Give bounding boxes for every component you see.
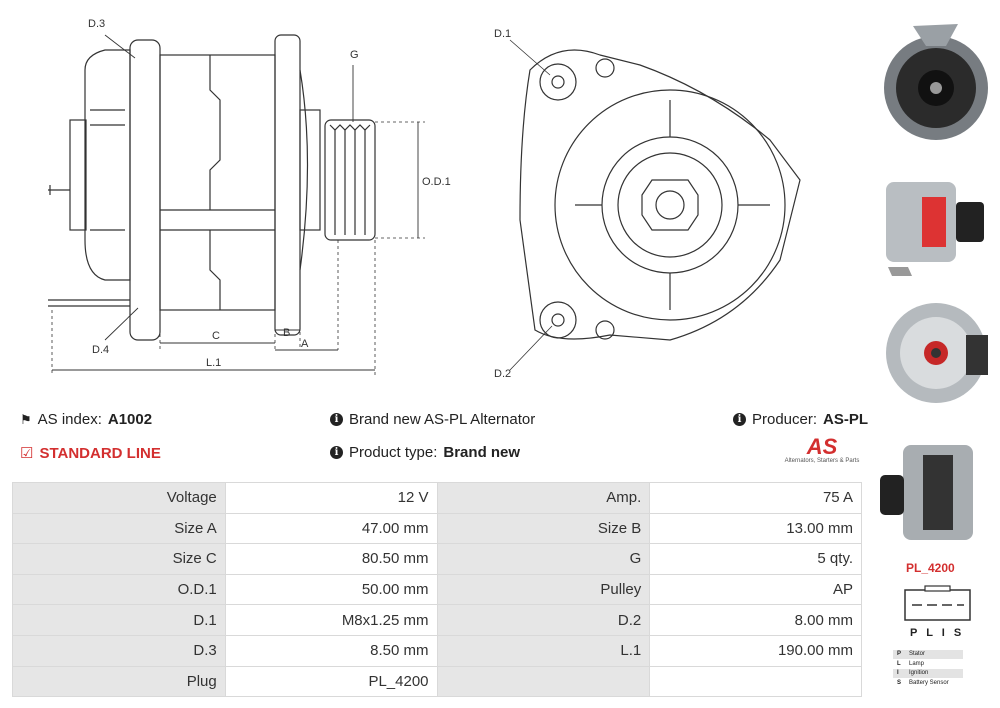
spec-value: 12 V	[224, 482, 438, 514]
info-icon: i	[330, 413, 343, 426]
spec-value: 75 A	[649, 482, 862, 514]
plug-pins: P L I S	[910, 627, 965, 639]
info-icon: i	[733, 413, 746, 426]
legend-item: I Ignition	[893, 669, 963, 679]
product-photo-rear	[886, 303, 988, 403]
spec-label: G	[436, 543, 651, 575]
as-index-value: A1002	[107, 411, 153, 428]
label-d2: D.2	[494, 368, 511, 380]
label-a: A	[301, 338, 309, 350]
plug-diagram	[904, 585, 971, 621]
spec-label: Size A	[12, 512, 226, 545]
side-view-drawing: D.3 G O.D.1 D.4 C B A L.1	[48, 18, 451, 375]
spec-label: Plug	[12, 665, 226, 698]
legend-key: S	[897, 679, 902, 686]
legend-item: L Lamp	[893, 660, 963, 669]
producer-row: i Producer: AS-PL	[733, 411, 868, 428]
spec-value: 5 qty.	[649, 543, 862, 575]
description-text: Brand new AS-PL Alternator	[349, 411, 536, 428]
product-photo-front	[884, 24, 988, 140]
description-row: i Brand new AS-PL Alternator	[330, 411, 535, 428]
legend-value: Stator	[909, 651, 926, 658]
legend-item: S Battery Sensor	[893, 679, 963, 688]
label-c: C	[212, 330, 220, 342]
product-photo-side	[886, 182, 984, 276]
spec-value	[649, 665, 862, 698]
spec-value: 50.00 mm	[224, 573, 438, 606]
spec-label: L.1	[436, 634, 651, 667]
spec-value: 47.00 mm	[224, 512, 438, 545]
spec-label: O.D.1	[12, 573, 226, 606]
logo-mark: AS	[806, 434, 838, 459]
label-b: B	[283, 327, 290, 339]
front-view-drawing: D.1 D.2	[494, 28, 801, 380]
legend-value: Battery Sensor	[909, 679, 949, 686]
spec-value: 80.50 mm	[224, 543, 438, 575]
label-d3: D.3	[88, 18, 105, 30]
spec-label	[436, 665, 651, 698]
plug-title: PL_4200	[906, 561, 955, 575]
legend-key: L	[897, 660, 901, 667]
label-d4: D.4	[92, 344, 109, 356]
spec-value: 190.00 mm	[649, 634, 862, 667]
as-logo: AS Alternators, Starters & Parts	[780, 434, 864, 465]
producer-value: AS-PL	[823, 411, 869, 428]
product-type-value: Brand new	[443, 444, 521, 461]
legend-item: P Stator	[893, 650, 963, 660]
product-type-row: i Product type: Brand new	[330, 444, 520, 461]
legend-value: Ignition	[909, 670, 929, 677]
standard-line-row: ☑ STANDARD LINE	[20, 444, 161, 463]
spec-value: 8.00 mm	[649, 604, 862, 636]
product-photo-angle	[880, 445, 973, 540]
standard-line-label: STANDARD LINE	[39, 444, 161, 462]
producer-label: Producer:	[752, 411, 818, 428]
spec-value: 13.00 mm	[649, 512, 862, 545]
spec-label: Voltage	[12, 482, 226, 514]
spec-label: D.3	[12, 634, 226, 667]
as-index-row: ⚑ AS index: A1002	[20, 411, 152, 428]
spec-value: PL_4200	[224, 665, 438, 698]
label-g: G	[350, 49, 359, 61]
label-od1: O.D.1	[422, 176, 451, 188]
spec-label: Amp.	[436, 482, 651, 514]
spec-label: D.2	[436, 604, 651, 636]
logo-tagline: Alternators, Starters & Parts	[784, 458, 860, 464]
spec-label: Size B	[436, 512, 651, 545]
spec-label: Size C	[12, 543, 226, 575]
spec-value: 8.50 mm	[224, 634, 438, 667]
product-type-label: Product type:	[349, 444, 438, 461]
label-l1: L.1	[206, 357, 221, 369]
info-icon: i	[330, 446, 343, 459]
checkbox-icon: ☑	[20, 445, 34, 462]
as-index-label: AS index:	[37, 411, 102, 428]
tags-icon: ⚑	[20, 411, 32, 427]
spec-value: AP	[649, 573, 862, 606]
legend-key: P	[897, 651, 902, 658]
legend-key: I	[897, 670, 899, 677]
spec-label: Pulley	[436, 573, 651, 606]
spec-value: M8x1.25 mm	[224, 604, 438, 636]
legend-value: Lamp	[909, 660, 925, 667]
spec-label: D.1	[12, 604, 226, 636]
label-d1: D.1	[494, 28, 511, 40]
